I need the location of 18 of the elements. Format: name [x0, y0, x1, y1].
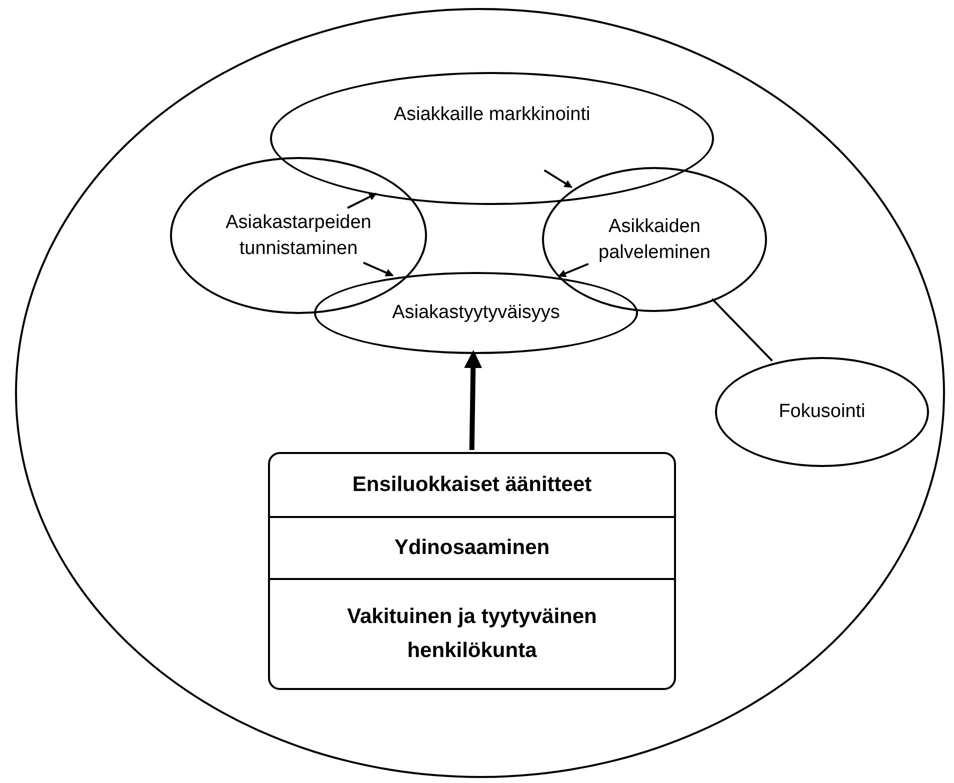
arrow: [464, 350, 482, 450]
box-label: Vakituinen ja tyytyväinen henkilökunta: [346, 604, 598, 664]
ellipse-label: Asikkaiden palveleminen: [598, 214, 712, 264]
ellipse-node: [270, 72, 714, 205]
arrow: [363, 262, 394, 276]
box-label: Ydinosaaminen: [394, 535, 550, 561]
arrow: [347, 192, 378, 209]
stacked-box: [268, 452, 676, 690]
outer-ellipse: [15, 8, 945, 778]
ellipse-node: [715, 357, 929, 467]
ellipse-label: Asiakkaille markkinointi: [394, 104, 590, 125]
ellipse-label: Asiakastarpeiden tunnistaminen: [224, 210, 372, 260]
arrow: [544, 169, 572, 188]
box-label: Ensiluokkaiset äänitteet: [352, 472, 592, 498]
ellipse-label: Asiakastyytyväisyys: [392, 301, 560, 325]
arrow: [558, 262, 589, 278]
ellipse-node: [314, 272, 638, 354]
ellipse-label: Fokusointi: [778, 400, 866, 424]
